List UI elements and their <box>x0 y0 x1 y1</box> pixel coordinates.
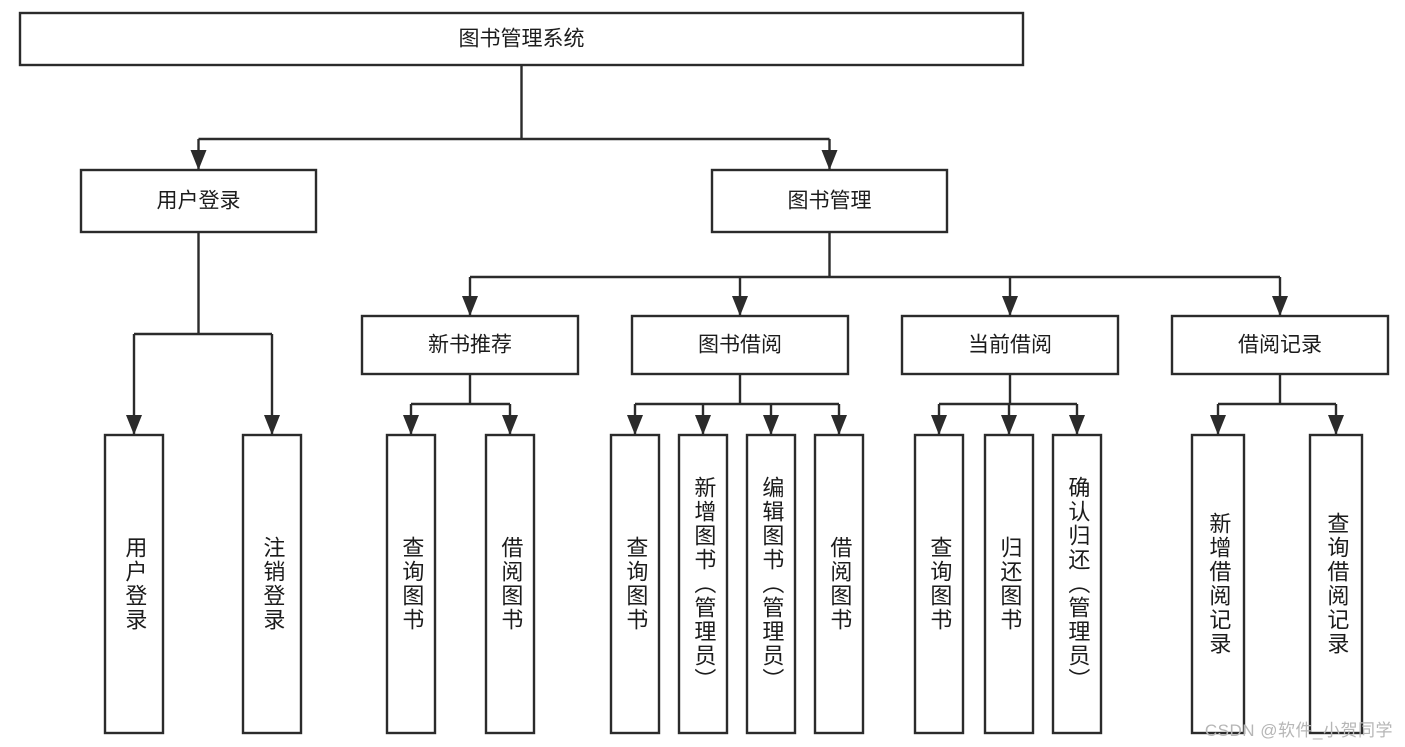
user-login-arrow-1 <box>264 415 280 435</box>
node-label-borrow-record: 借阅记录 <box>1238 334 1322 357</box>
leaf-box-query-borrow-record[interactable] <box>1308 433 1364 735</box>
current-borrow-arrow-1 <box>1001 415 1017 435</box>
borrow-record-arrow-1 <box>1328 415 1344 435</box>
csdn-watermark: CSDN @软件_小贺同学 <box>1204 721 1393 740</box>
new-book-recommend-arrow-1 <box>502 415 518 435</box>
book-manage-arrow-0 <box>462 296 478 316</box>
leaf-box-add-borrow-record[interactable] <box>1190 433 1246 735</box>
book-borrow-arrow-0 <box>627 415 643 435</box>
leaf-box-user-login-do[interactable] <box>103 433 165 735</box>
book-borrow-arrow-1 <box>695 415 711 435</box>
book-manage-arrow-3 <box>1272 296 1288 316</box>
node-label-current-borrow: 当前借阅 <box>968 334 1052 357</box>
leaf-box-add-book-admin[interactable] <box>677 433 729 735</box>
node-label-user-login: 用户登录 <box>157 190 241 213</box>
book-manage-arrow-2 <box>1002 296 1018 316</box>
node-label-book-manage: 图书管理 <box>788 190 872 213</box>
leaf-box-borrow-book-2[interactable] <box>813 433 865 735</box>
leaf-box-user-logout[interactable] <box>241 433 303 735</box>
book-borrow-arrow-2 <box>763 415 779 435</box>
root-node-box[interactable] <box>18 11 1025 67</box>
node-label-book-borrow: 图书借阅 <box>698 334 782 357</box>
node-box-user-login[interactable] <box>79 168 318 234</box>
leaf-box-confirm-return-admin[interactable] <box>1051 433 1103 735</box>
leaf-box-query-book-1[interactable] <box>385 433 437 735</box>
node-box-book-manage[interactable] <box>710 168 949 234</box>
node-box-book-borrow[interactable] <box>630 314 850 376</box>
leaf-box-query-book-2[interactable] <box>609 433 661 735</box>
connector-lines-layer <box>126 65 1344 435</box>
leaf-box-query-book-3[interactable] <box>913 433 965 735</box>
node-label-new-book-recommend: 新书推荐 <box>428 334 512 357</box>
root-node-label: 图书管理系统 <box>459 28 585 51</box>
borrow-record-arrow-0 <box>1210 415 1226 435</box>
root-arrow-1 <box>821 150 838 170</box>
current-borrow-arrow-0 <box>931 415 947 435</box>
node-box-current-borrow[interactable] <box>900 314 1120 376</box>
node-box-new-book-recommend[interactable] <box>360 314 580 376</box>
book-borrow-arrow-3 <box>831 415 847 435</box>
new-book-recommend-arrow-0 <box>403 415 419 435</box>
book-manage-arrow-1 <box>732 296 748 316</box>
leaf-box-borrow-book-1[interactable] <box>484 433 536 735</box>
leaf-box-return-book[interactable] <box>983 433 1035 735</box>
node-boxes-layer <box>18 11 1390 735</box>
user-login-arrow-0 <box>126 415 142 435</box>
current-borrow-arrow-2 <box>1069 415 1085 435</box>
root-arrow-0 <box>190 150 207 170</box>
node-box-borrow-record[interactable] <box>1170 314 1390 376</box>
leaf-box-edit-book-admin[interactable] <box>745 433 797 735</box>
